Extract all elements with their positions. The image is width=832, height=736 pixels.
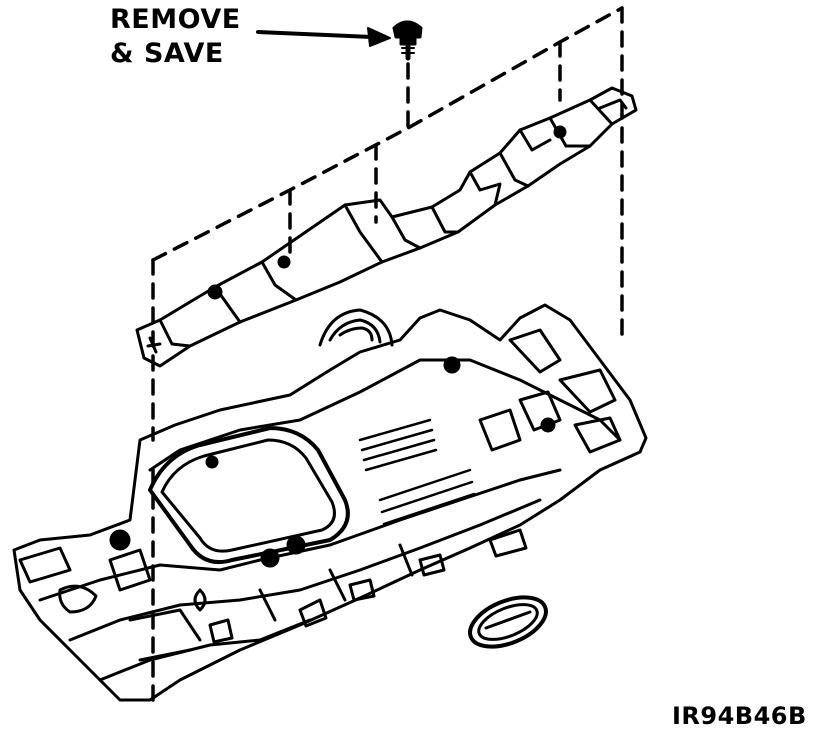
screw-icon — [394, 22, 421, 58]
alignment-lines — [153, 8, 622, 700]
instrument-panel-assembly — [14, 305, 646, 700]
trim-bracket — [137, 88, 636, 366]
callout-label-remove: REMOVE — [110, 4, 241, 35]
oval-emblem-icon — [463, 588, 553, 657]
vent-slats — [360, 420, 474, 524]
figure-id: IR94B46B — [672, 702, 807, 730]
callout-label-save: & SAVE — [110, 38, 224, 69]
callout-arrow — [258, 28, 390, 46]
